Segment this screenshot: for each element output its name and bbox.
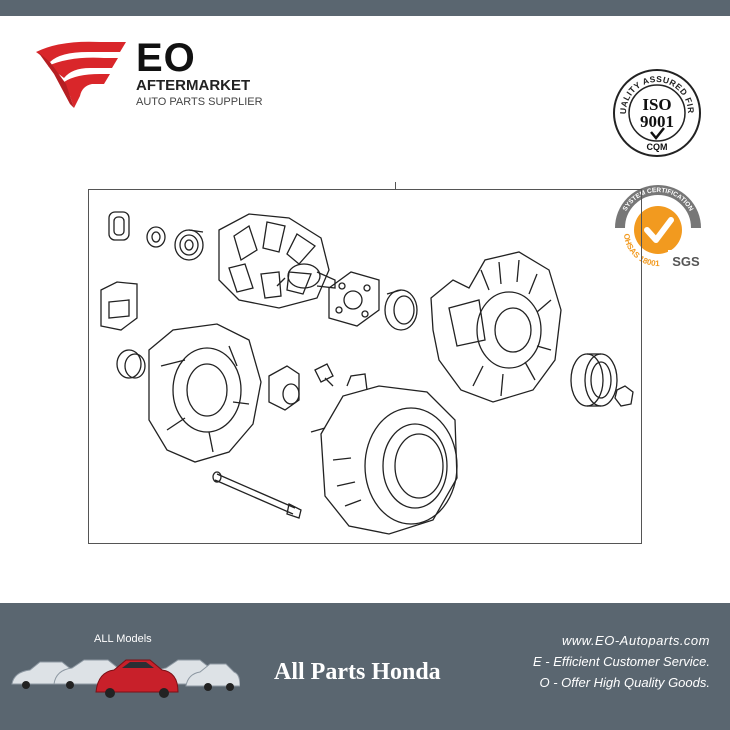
- sgs-ohsas-seal: SYSTEM CERTIFICATION OHSAS 18001 SGS: [614, 184, 706, 274]
- service-line-o: O - Offer High Quality Goods.: [539, 675, 710, 690]
- iso-title: ISO: [642, 95, 671, 114]
- iso-body: CQM: [647, 142, 668, 152]
- eo-wing-logo-icon: [36, 41, 126, 108]
- terminal-bolt: [314, 363, 334, 387]
- car-lineup-icon: [11, 659, 241, 698]
- car-lineup: [10, 650, 241, 700]
- brand-name: EO: [136, 36, 196, 80]
- brush-holder-plate: [328, 271, 380, 327]
- bushing: [116, 349, 146, 379]
- sgs-ohsas-seal-icon: SYSTEM CERTIFICATION OHSAS 18001 SGS: [615, 185, 704, 270]
- diagram-pointer-line: [395, 182, 396, 189]
- through-bolt: [212, 471, 302, 519]
- website-link[interactable]: www.EO-Autoparts.com: [562, 633, 710, 648]
- seal-gasket: [108, 211, 130, 241]
- sgs-brand: SGS: [672, 254, 700, 269]
- iso-9001-seal-icon: QUALITY ASSURED FIRM ISO 9001 CQM: [608, 60, 701, 157]
- spacer-collar: [268, 365, 300, 411]
- brand-subtitle: AUTO PARTS SUPPLIER: [136, 96, 263, 108]
- alternator-exploded-diagram: [88, 189, 642, 544]
- pulley-nut: [614, 385, 634, 407]
- top-bar: [0, 0, 730, 16]
- terminal-bracket: [100, 281, 138, 331]
- service-line-e: E - Efficient Customer Service.: [533, 654, 710, 669]
- bearing-front: [174, 229, 204, 261]
- footer-title: All Parts Honda: [274, 659, 441, 685]
- all-models-label: ALL Models: [94, 633, 152, 645]
- iso-9001-seal: QUALITY ASSURED FIRM ISO 9001 CQM: [608, 60, 702, 158]
- bearing-rear: [384, 289, 418, 331]
- brand-logo[interactable]: EO AFTERMARKET AUTO PARTS SUPPLIER: [30, 38, 280, 113]
- rear-housing: [430, 251, 562, 403]
- front-housing: [148, 323, 262, 463]
- brand-tagline: AFTERMARKET: [136, 77, 251, 94]
- stator-assembly: [310, 373, 458, 535]
- footer-info: www.EO-Autoparts.com E - Efficient Custo…: [533, 633, 710, 696]
- iso-number: 9001: [640, 112, 674, 131]
- rotor: [218, 213, 336, 309]
- pulley: [570, 353, 618, 407]
- washer: [146, 226, 166, 248]
- alternator-parts-drawing: [100, 211, 634, 535]
